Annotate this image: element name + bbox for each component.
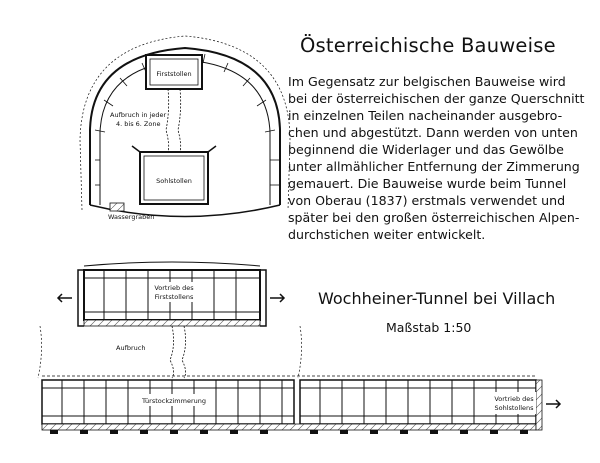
description-line: bei der österreichischen der ganze Quers… — [288, 91, 585, 106]
description-line: gemauert. Die Bauweise wurde beim Tunnel — [288, 176, 567, 191]
tunnel-title: Wochheiner-Tunnel bei Villach — [318, 289, 556, 308]
arrow-right-icon — [270, 293, 286, 303]
firststollen-label: Firststollen — [156, 70, 191, 78]
vortrieb-sohl-label-2: Sohlstollens — [494, 404, 534, 412]
arrow-right-icon — [546, 399, 562, 409]
description-line: Im Gegensatz zur belgischen Bauweise wir… — [288, 74, 566, 89]
cross-section-diagram: Firststollen Sohlstollen Wassergraben Au… — [79, 35, 291, 221]
description-line: in einzelnen Teilen nacheinander ausgebr… — [288, 108, 563, 123]
aufbruch-zone-label-2: 4. bis 6. Zone — [116, 120, 160, 128]
description-line: von Oberau (1837) erstmals verwendet und — [288, 193, 566, 208]
vortrieb-sohl-label-1: Vortrieb des — [494, 395, 534, 403]
scale-label: Maßstab 1:50 — [386, 320, 472, 335]
description-text: Im Gegensatz zur belgischen Bauweise wir… — [288, 73, 593, 243]
description-line: später bei den großen österreichischen A… — [288, 210, 580, 225]
description-line: durchstichen weiter entwickelt. — [288, 227, 486, 242]
page-title: Österreichische Bauweise — [300, 34, 556, 57]
aufbruch-zone-label-1: Aufbruch in jeder — [110, 111, 166, 119]
aufbruch-label: Aufbruch — [116, 344, 145, 352]
description-line: unter allmählicher Entfernung der Zimmer… — [288, 159, 580, 174]
description-line: beginnend die Widerlager und das Gewölbe — [288, 142, 564, 157]
arrow-left-icon — [56, 293, 72, 303]
sohlstollen-label: Sohlstollen — [156, 177, 192, 185]
firststollen-longitudinal-diagram: Vortrieb des Firststollens — [56, 261, 286, 327]
sohlstollen-longitudinal-diagram: Türstockzimmerung Vortrieb des Sohlstoll… — [41, 375, 562, 434]
vortrieb-first-label-1: Vortrieb des — [154, 284, 194, 292]
description-line: chen und abgestützt. Dann werden von unt… — [288, 125, 578, 140]
wassergraben-label: Wassergraben — [108, 213, 154, 221]
aufbruch-shaft: Aufbruch — [37, 325, 302, 379]
tuerstock-label: Türstockzimmerung — [141, 397, 206, 405]
vortrieb-first-label-2: Firststollens — [155, 293, 194, 301]
